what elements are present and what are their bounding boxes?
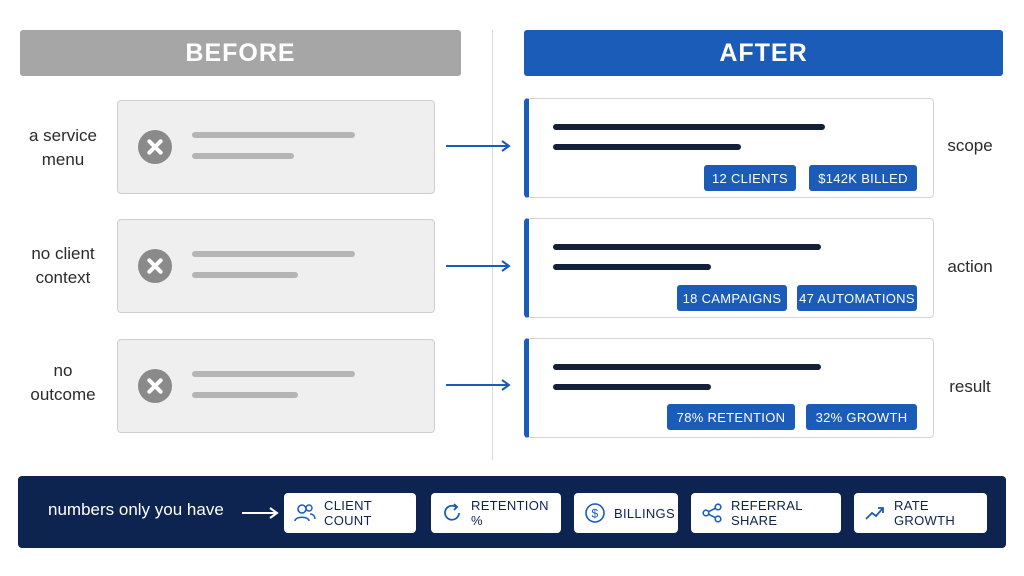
stat-pill: 12 CLIENTS bbox=[704, 165, 796, 191]
after-card-row-1: 12 CLIENTS $142K BILLED bbox=[524, 98, 934, 198]
after-label-row-3: result bbox=[949, 377, 991, 396]
placeholder-line bbox=[192, 153, 294, 159]
share-icon bbox=[702, 503, 722, 523]
before-header: BEFORE bbox=[20, 30, 461, 76]
bottom-bar-label: numbers only you have bbox=[48, 500, 224, 519]
svg-text:$: $ bbox=[592, 507, 599, 521]
x-circle-icon bbox=[138, 369, 172, 403]
column-divider bbox=[492, 30, 493, 460]
content-line bbox=[553, 384, 711, 390]
stat-pill: 18 CAMPAIGNS bbox=[677, 285, 787, 311]
chip-referral-share: REFERRAL SHARE bbox=[691, 493, 841, 533]
content-line bbox=[553, 264, 711, 270]
after-label-row-1: scope bbox=[947, 136, 993, 155]
chip-label: RATE GROWTH bbox=[894, 498, 956, 528]
after-card-row-2: 18 CAMPAIGNS 47 AUTOMATIONS bbox=[524, 218, 934, 318]
before-card-row-3 bbox=[117, 339, 435, 433]
content-line bbox=[553, 124, 825, 130]
chip-label: CLIENT COUNT bbox=[324, 498, 372, 528]
x-circle-icon bbox=[138, 249, 172, 283]
x-circle-icon bbox=[138, 130, 172, 164]
trending-up-icon bbox=[865, 507, 884, 520]
before-card-row-2 bbox=[117, 219, 435, 313]
chip-client-count: CLIENT COUNT bbox=[284, 493, 416, 533]
placeholder-line bbox=[192, 392, 298, 398]
before-card-row-1 bbox=[117, 100, 435, 194]
content-line bbox=[553, 364, 821, 370]
arrow-right-icon bbox=[446, 379, 511, 391]
chip-label: REFERRAL SHARE bbox=[731, 498, 803, 528]
stat-pill: 32% GROWTH bbox=[806, 404, 917, 430]
arrow-right-icon bbox=[446, 140, 511, 152]
bottom-bar: numbers only you have CLIENT COUNT RETEN… bbox=[18, 476, 1006, 548]
dollar-icon: $ bbox=[585, 503, 605, 523]
before-label-row-2: no client context bbox=[31, 244, 95, 287]
stat-pill: 78% RETENTION bbox=[667, 404, 795, 430]
placeholder-line bbox=[192, 272, 298, 278]
chip-label: BILLINGS bbox=[614, 505, 675, 521]
after-label-row-2: action bbox=[947, 257, 993, 276]
before-label-row-1: a service menu bbox=[28, 126, 98, 169]
placeholder-line bbox=[192, 251, 355, 257]
stat-pill: 47 AUTOMATIONS bbox=[797, 285, 917, 311]
placeholder-line bbox=[192, 371, 355, 377]
chip-retention: RETENTION % bbox=[431, 493, 561, 533]
users-icon bbox=[294, 504, 316, 522]
content-line bbox=[553, 244, 821, 250]
chip-billings: $ BILLINGS bbox=[574, 493, 678, 533]
placeholder-line bbox=[192, 132, 355, 138]
content-line bbox=[553, 144, 741, 150]
stat-pill: $142K BILLED bbox=[809, 165, 917, 191]
refresh-icon bbox=[444, 503, 460, 521]
arrow-right-icon bbox=[446, 260, 511, 272]
arrow-right-icon bbox=[242, 507, 279, 519]
before-label-row-3: no outcome bbox=[30, 361, 96, 404]
chip-rate-growth: RATE GROWTH bbox=[854, 493, 987, 533]
after-card-row-3: 78% RETENTION 32% GROWTH bbox=[524, 338, 934, 438]
chip-label: RETENTION % bbox=[471, 498, 549, 528]
after-header: AFTER bbox=[524, 30, 1003, 76]
